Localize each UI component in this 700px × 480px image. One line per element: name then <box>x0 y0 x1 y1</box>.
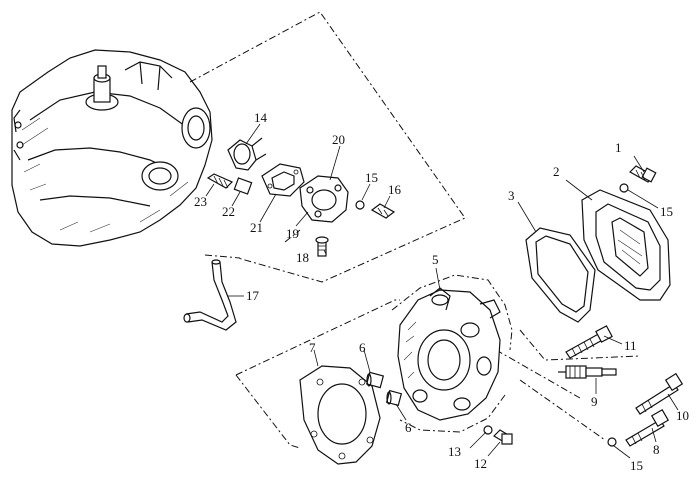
callout-1: 1 <box>615 140 622 155</box>
part-8-bolt <box>625 408 670 447</box>
callout-21: 21 <box>250 220 263 235</box>
callout-18: 18 <box>296 250 309 265</box>
part-17-hose <box>183 259 237 331</box>
part-15-washer-upper <box>355 200 365 210</box>
callout-12: 12 <box>474 456 487 471</box>
part-9-spark-plug <box>558 365 617 379</box>
callout-labels: 1 2 3 5 6 6 7 8 9 10 11 12 13 14 15 15 1… <box>194 110 689 473</box>
part-22-collar <box>233 177 253 195</box>
part-18-screw <box>315 236 329 257</box>
leader-lines <box>205 123 679 459</box>
callout-11: 11 <box>624 338 637 353</box>
part-23-bolt <box>206 173 234 189</box>
callout-5: 5 <box>432 252 439 267</box>
callout-14: 14 <box>254 110 268 125</box>
part-6-dowel-lower <box>385 389 403 407</box>
part-20-cover <box>299 175 349 223</box>
crankcase-block <box>11 49 213 247</box>
callout-13: 13 <box>448 444 461 459</box>
part-10-bolt <box>635 372 684 415</box>
callout-16: 16 <box>388 182 402 197</box>
part-11-bolt <box>565 325 613 359</box>
callout-8: 8 <box>653 442 660 457</box>
part-6-dowel-upper <box>365 371 385 389</box>
callout-15-upper: 15 <box>365 170 378 185</box>
part-7-gasket <box>299 365 381 465</box>
part-1-bolt <box>629 165 657 183</box>
callout-23: 23 <box>194 194 207 209</box>
callout-10: 10 <box>676 408 689 423</box>
callout-19: 19 <box>286 226 299 241</box>
callout-15-lower: 15 <box>630 458 643 473</box>
part-14-thermostat <box>227 137 267 171</box>
part-3-gasket <box>525 227 596 323</box>
callout-3: 3 <box>508 188 515 203</box>
part-15-washer-lower <box>607 437 617 447</box>
callout-17: 17 <box>246 288 260 303</box>
callout-9: 9 <box>591 394 598 409</box>
part-12-bolt <box>493 429 513 445</box>
part-21-gasket <box>261 163 305 197</box>
part-15-washer-cover <box>619 183 629 193</box>
part-16-bolt <box>370 203 396 219</box>
callout-7: 7 <box>309 340 316 355</box>
callout-2: 2 <box>553 164 560 179</box>
callout-20: 20 <box>332 132 345 147</box>
callout-22: 22 <box>222 204 235 219</box>
callout-6-upper: 6 <box>359 340 366 355</box>
callout-15-cover: 15 <box>660 204 673 219</box>
part-2-cover <box>581 189 671 301</box>
part-5-cylinder-head <box>397 287 501 421</box>
callout-6-lower: 6 <box>405 420 412 435</box>
